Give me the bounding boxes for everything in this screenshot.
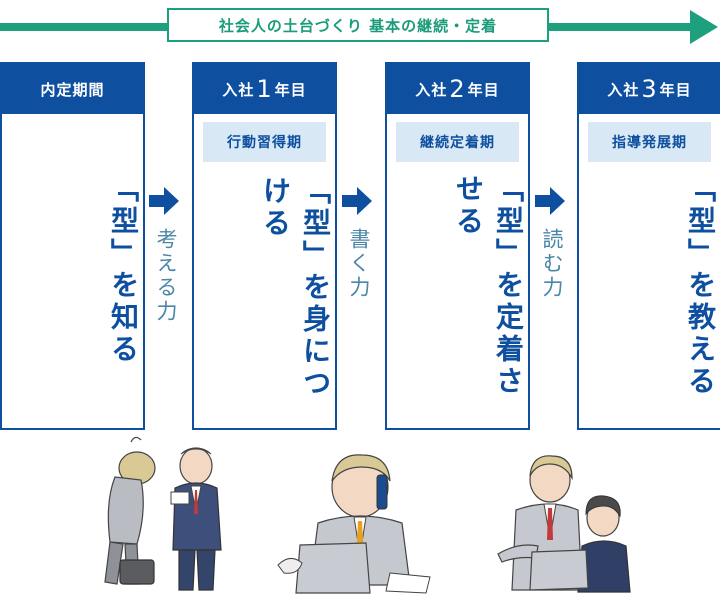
right-arrow-icon (342, 187, 372, 215)
stage-header-suffix: 年目 (659, 80, 692, 99)
banner-label: 社会人の土台づくり 基本の継続・定着 (167, 8, 549, 42)
banner-arrowhead (690, 10, 718, 44)
stage-body-text: 「型」を身につける (259, 176, 332, 400)
stage-header-suffix: 年目 (467, 80, 500, 99)
stage-body-text: 「型」を知る (107, 174, 140, 366)
stage-header-prefix: 入社 (415, 80, 448, 99)
stage-header: 入社 1 年目 (194, 64, 335, 114)
phone-call-illustration (277, 454, 431, 594)
mentor-teaching-illustration (497, 455, 631, 593)
phase-badge: 継続定着期 (396, 122, 519, 162)
stage-year-1: 入社 1 年目 行動習得期 「型」を身につける (192, 62, 337, 430)
phase-badge: 指導発展期 (588, 122, 711, 162)
phase-badge: 行動習得期 (203, 122, 326, 162)
skill-label-thinking: 考える力 (154, 228, 178, 324)
stage-body-text: 「型」を定着させる (452, 174, 525, 398)
skill-label-writing: 書く力 (347, 228, 371, 300)
stage-header-number: 3 (641, 75, 658, 103)
skill-label-reading: 読む力 (540, 228, 564, 300)
stage-body-text: 「型」を教える (684, 174, 717, 398)
stage-year-2: 入社 2 年目 継続定着期 「型」を定着させる (385, 62, 530, 430)
right-arrow-icon (535, 187, 565, 215)
bowing-greeting-illustration (104, 436, 222, 591)
stage-header-number: 1 (256, 75, 273, 103)
stage-header-label: 内定期間 (40, 80, 105, 99)
stage-header: 内定期間 (2, 64, 143, 114)
stage-header-number: 2 (449, 75, 466, 103)
stage-year-3: 入社 3 年目 指導発展期 「型」を教える (577, 62, 720, 430)
stage-naitei: 内定期間 「型」を知る (0, 62, 145, 430)
stage-header: 入社 2 年目 (387, 64, 528, 114)
stage-header-prefix: 入社 (222, 80, 255, 99)
stage-header-prefix: 入社 (607, 80, 640, 99)
right-arrow-icon (149, 187, 179, 215)
stage-header: 入社 3 年目 (579, 64, 720, 114)
stage-header-suffix: 年目 (274, 80, 307, 99)
